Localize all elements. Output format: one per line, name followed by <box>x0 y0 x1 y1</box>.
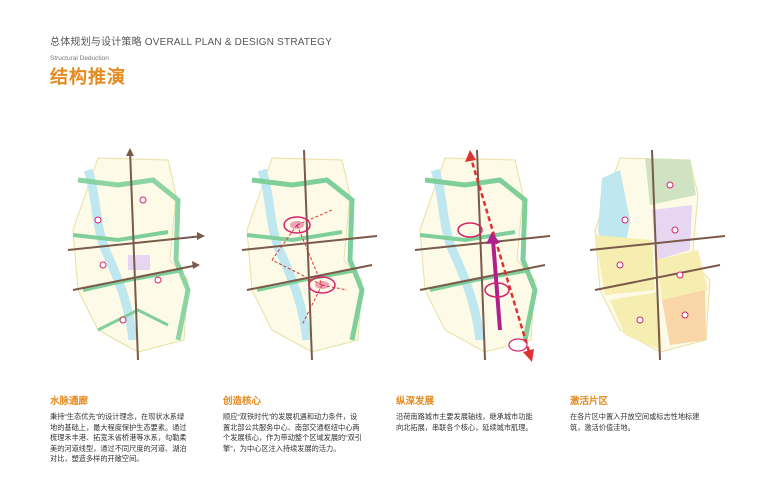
node-marker <box>139 196 147 204</box>
green-corridor <box>72 230 169 243</box>
diagram-core-creation <box>232 140 382 365</box>
main-road <box>129 149 139 361</box>
site-boundary <box>246 157 363 353</box>
panel-3-title: 纵深发展 <box>396 396 435 407</box>
main-road <box>589 235 726 251</box>
main-road <box>303 149 313 361</box>
south-core <box>484 282 510 298</box>
growth-arrow-head <box>486 232 500 244</box>
landmark-marker <box>681 311 689 319</box>
landmark-marker <box>616 261 624 269</box>
road-arrow <box>197 232 205 240</box>
north-core <box>283 216 311 234</box>
axis-arrow <box>465 150 476 162</box>
green-corridor <box>97 308 169 332</box>
zone-purple <box>652 205 692 260</box>
purple-block <box>128 255 150 270</box>
landmark-marker <box>676 271 684 279</box>
header-subtitle: Structural Deduction <box>50 55 109 62</box>
dashed-links <box>271 209 348 326</box>
page-title: 结构推演 <box>50 67 126 87</box>
green-corridor <box>246 230 343 243</box>
landmark-marker <box>621 216 629 224</box>
north-core <box>290 221 304 229</box>
green-corridor <box>77 177 191 341</box>
panel-4-title: 激活片区 <box>570 396 609 407</box>
river <box>257 168 312 341</box>
panel-3-text: 沿荷南路城市主要发展轴线，继承城市功能向北拓展，串联各个核心，延续城市肌理。 <box>396 412 533 432</box>
south-core <box>308 276 336 294</box>
landmark-marker <box>636 316 644 324</box>
core-marker <box>508 338 528 352</box>
road-arrow <box>126 148 134 156</box>
node-marker <box>94 216 102 224</box>
main-road <box>246 264 373 291</box>
diagram-depth-development <box>405 140 555 365</box>
main-road <box>241 235 378 251</box>
main-road <box>651 149 661 361</box>
zone-green <box>645 158 696 205</box>
panel-4-text: 在各片区中置入开放空间或标志性地标建筑，激活价值洼地。 <box>570 412 700 432</box>
road-arrow <box>192 261 200 269</box>
panel-1-title: 水脉通廊 <box>50 396 89 407</box>
river <box>83 168 138 341</box>
main-road <box>72 264 199 291</box>
panel-2-title: 创造核心 <box>223 396 262 407</box>
river <box>430 168 485 341</box>
main-road <box>594 264 721 291</box>
development-axis <box>468 154 532 356</box>
diagram-water-corridor <box>58 140 208 365</box>
main-road <box>67 235 204 251</box>
main-road <box>414 235 551 251</box>
green-corridor <box>251 177 365 341</box>
main-road <box>419 264 546 291</box>
node-marker <box>99 261 107 269</box>
panel-1-text: 秉持“生态优先”的设计理念，在现状水系绿地的基础上，最大程度保护生态要素。通过梳… <box>50 412 187 463</box>
diagram-activate-zones <box>580 140 730 365</box>
site-boundary <box>419 157 536 353</box>
growth-arrow <box>491 239 502 331</box>
south-core <box>315 281 329 289</box>
green-corridor <box>424 177 538 341</box>
landmark-marker <box>666 181 674 189</box>
node-marker <box>154 276 162 284</box>
main-road <box>476 149 486 361</box>
node-marker <box>119 316 127 324</box>
green-corridor <box>419 230 516 243</box>
landmark-marker <box>671 226 679 234</box>
panel-2-text: 顺应“双铁时代”的发展机遇和动力条件，设置北部公共服务中心、南部交通枢纽中心两个… <box>223 412 362 453</box>
zone-yellow <box>610 292 662 350</box>
axis-arrow <box>523 349 534 362</box>
north-core <box>457 222 483 238</box>
header-title: 总体规划与设计策略 OVERALL PLAN & DESIGN STRATEGY <box>50 37 332 48</box>
